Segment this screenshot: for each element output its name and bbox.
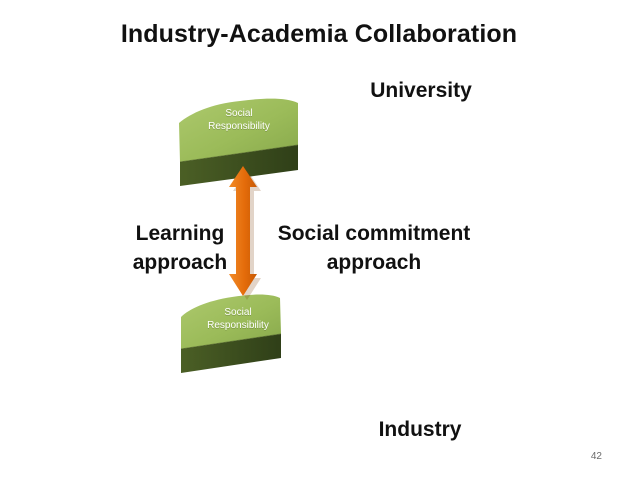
bottom-shape-edge-shadow [180, 333, 282, 350]
industry-label: Industry [378, 418, 462, 441]
bottom-shape-label-line-1: Social [224, 307, 252, 318]
bottom-shape-label-line-2: Responsibility [207, 320, 269, 331]
top-shape-label-line-1: Social [225, 108, 253, 119]
top-shape-side [180, 145, 298, 186]
page-number: 42 [590, 451, 602, 462]
social-commitment-line-1: Social commitment [277, 222, 471, 245]
bottom-shape-label: Social Responsibility [193, 306, 283, 332]
social-commitment-line-2: approach [326, 251, 422, 274]
learning-approach-line-1: Learning [135, 222, 225, 245]
top-shape-label: Social Responsibility [196, 107, 282, 133]
top-shape-label-line-2: Responsibility [208, 121, 270, 132]
university-label: University [370, 79, 472, 102]
learning-approach-label: Learning approach [120, 219, 240, 277]
top-shape-edge-shadow [179, 144, 299, 163]
slide-title: Industry-Academia Collaboration [120, 20, 518, 48]
learning-approach-line-2: approach [132, 251, 228, 274]
bottom-shape-side [181, 334, 281, 373]
social-commitment-approach-label: Social commitment approach [268, 219, 480, 277]
